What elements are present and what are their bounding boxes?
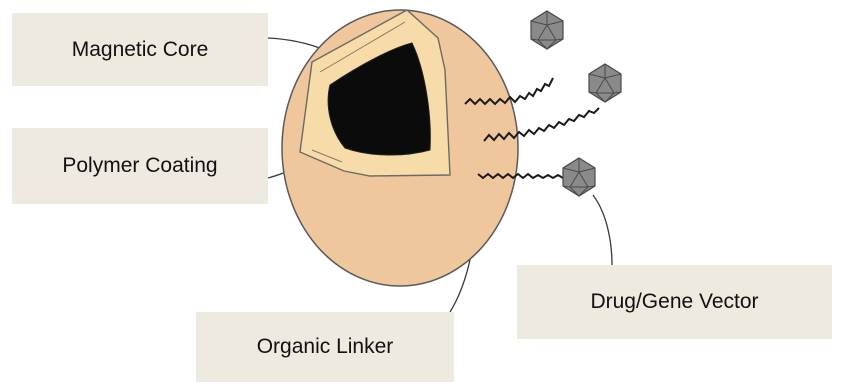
vector-icon xyxy=(589,64,621,102)
magnetic-core-label: Magnetic Core xyxy=(12,13,268,86)
vector-icon xyxy=(531,11,563,49)
organic-linker-label: Organic Linker xyxy=(196,312,454,382)
leader-line-drug-gene-vector xyxy=(593,195,612,265)
vector-icon xyxy=(563,158,595,196)
polymer-coating-label: Polymer Coating xyxy=(12,128,268,204)
drug-gene-vector-label: Drug/Gene Vector xyxy=(517,265,832,339)
